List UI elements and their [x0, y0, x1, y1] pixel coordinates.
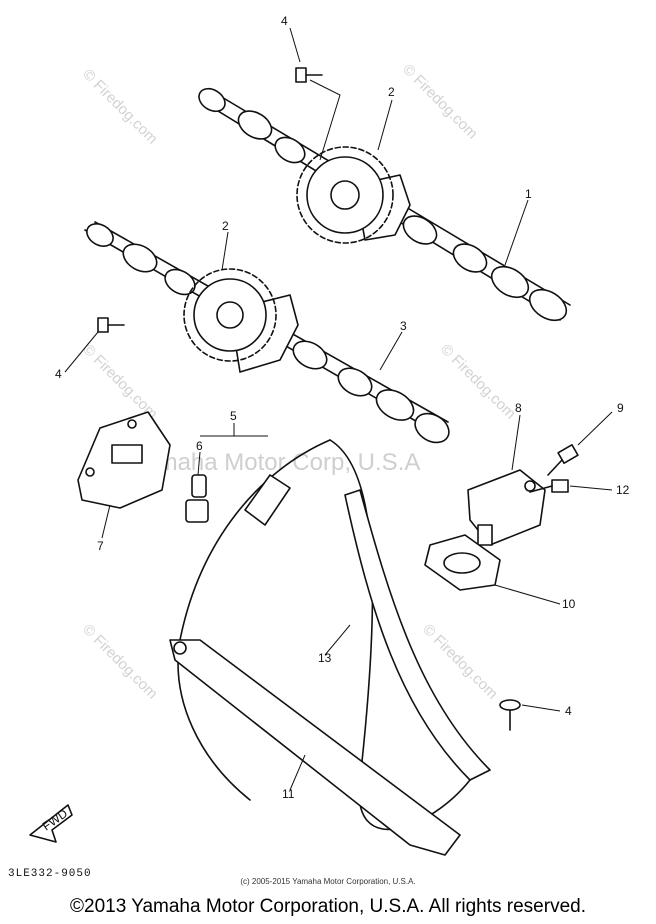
bolt-lower-left	[97, 317, 125, 333]
callout-12: 11	[282, 787, 295, 801]
camshaft-lower	[84, 221, 450, 444]
callout-6: 6	[196, 439, 203, 453]
callout-7: 7	[97, 539, 104, 553]
diagram-code: 3LE332-9050	[8, 868, 92, 880]
chain-guide-exhaust	[344, 489, 491, 781]
sprocket-lower	[183, 268, 277, 362]
watermark-firedog: © Firedog.com	[79, 621, 161, 703]
bolt-upper	[295, 67, 341, 161]
callout-13: 13	[318, 651, 332, 665]
tensioner-gasket	[424, 534, 501, 591]
callout-2-lower: 2	[222, 219, 229, 233]
small-copyright: (c) 2005-2015 Yamaha Motor Corporation, …	[240, 877, 416, 886]
callout-10: 10	[562, 597, 576, 611]
chain-guide-stopper	[77, 411, 171, 509]
watermark-yamaha: Yamaha Motor Corp, U.S.A	[130, 449, 420, 476]
chain-link-joint	[185, 474, 209, 523]
tensioner-bolt	[547, 444, 579, 476]
callout-8: 8	[515, 401, 522, 415]
callout-4-lower: 4	[565, 704, 572, 718]
callout-11: 12	[616, 483, 630, 497]
watermark-firedog: © Firedog.com	[79, 341, 161, 423]
footer-copyright: ©2013 Yamaha Motor Corporation, U.S.A. A…	[70, 896, 586, 917]
callout-3: 3	[400, 319, 407, 333]
callout-9: 9	[617, 401, 624, 415]
chain-guide-intake	[169, 639, 461, 856]
parts-diagram: © Firedog.com © Firedog.com © Firedog.co…	[29, 14, 630, 856]
callout-5: 5	[230, 409, 237, 423]
watermark-firedog: © Firedog.com	[399, 61, 481, 143]
watermark-firedog: © Firedog.com	[79, 66, 161, 148]
callout-1: 1	[525, 187, 532, 201]
callout-2-upper: 2	[388, 85, 395, 99]
bolt-tensioner-guide	[499, 699, 521, 731]
leader-lines	[64, 27, 613, 791]
tensioner-bolt-long	[529, 479, 569, 493]
callout-labels: 4 2 1 2 3 4 5 6 7 8 9 12 10 13 4 11	[55, 14, 630, 801]
watermark-firedog: © Firedog.com	[437, 341, 519, 423]
callout-4-left: 4	[55, 367, 62, 381]
sprocket-upper	[296, 146, 394, 244]
forward-arrow: FWD	[29, 804, 73, 843]
chain-tensioner	[467, 469, 546, 546]
callout-4-upper: 4	[281, 14, 288, 28]
